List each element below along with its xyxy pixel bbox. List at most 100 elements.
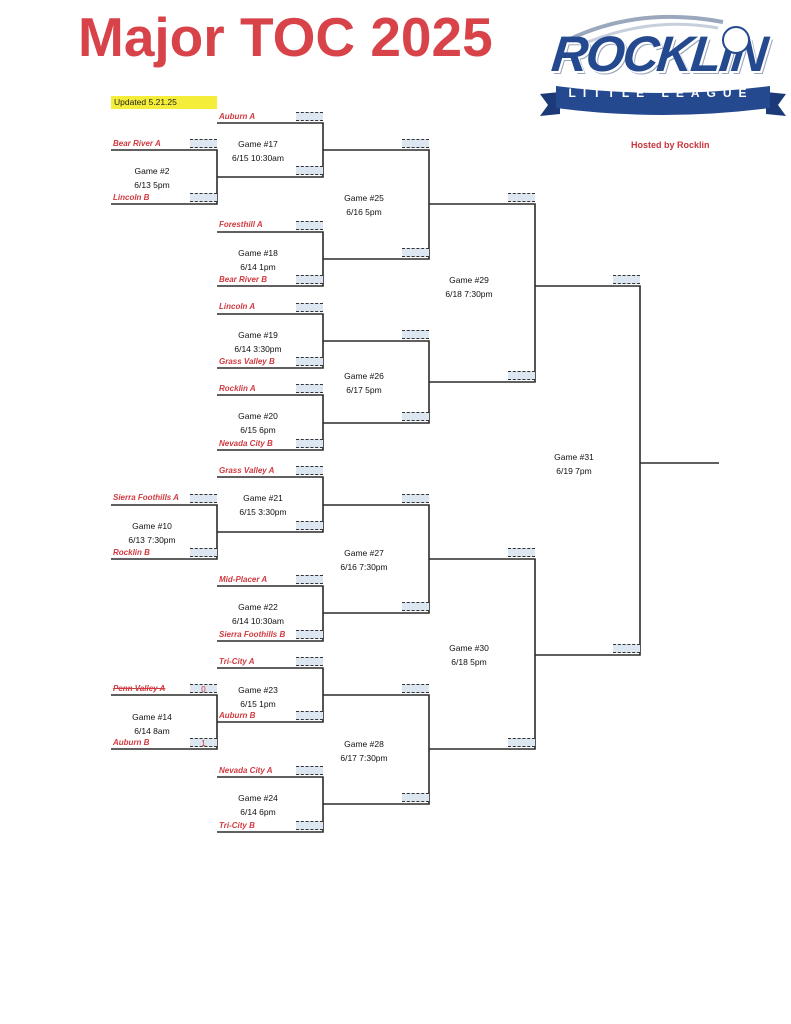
game-number: Game #31 — [554, 452, 594, 462]
score-box — [508, 193, 535, 202]
logo-banner — [540, 86, 786, 116]
game-30: Game #30 6/18 5pm — [424, 641, 514, 669]
score-box — [296, 630, 323, 639]
game-time: 6/15 3:30pm — [239, 507, 287, 517]
score-box — [402, 412, 429, 421]
score-box — [402, 139, 429, 148]
game-22: Game #22 6/14 10:30am — [213, 600, 303, 628]
game-time: 6/17 7:30pm — [340, 753, 388, 763]
score-box — [402, 684, 429, 693]
page-title: Major TOC 2025 — [78, 6, 493, 68]
score-box — [190, 193, 217, 202]
score-box — [296, 357, 323, 366]
swoosh-graphic — [567, 14, 724, 44]
game-number: Game #2 — [134, 166, 170, 176]
team-name: Rocklin A — [219, 384, 256, 393]
score-box — [508, 371, 535, 380]
score-box — [296, 439, 323, 448]
team-name: Nevada City B — [219, 439, 273, 448]
game-number: Game #26 — [344, 371, 384, 381]
game-29: Game #29 6/18 7:30pm — [424, 273, 514, 301]
team-name: Auburn A — [219, 112, 256, 121]
score-box — [296, 303, 323, 312]
game-number: Game #30 — [449, 643, 489, 653]
game-time: 6/15 6pm — [240, 425, 276, 435]
baseball-icon — [722, 26, 750, 54]
team-name: Auburn B — [113, 738, 150, 747]
game-number: Game #18 — [238, 248, 278, 258]
score-box — [190, 139, 217, 148]
score-box — [613, 275, 640, 284]
game-time: 6/16 5pm — [346, 207, 382, 217]
score-box — [402, 330, 429, 339]
team-name: Auburn B — [219, 711, 256, 720]
game-time: 6/15 1pm — [240, 699, 276, 709]
hosted-by-note: Hosted by Rocklin — [631, 140, 710, 150]
game-number: Game #10 — [132, 521, 172, 531]
score-box — [296, 711, 323, 720]
team-name: Tri-City A — [219, 657, 255, 666]
game-27: Game #27 6/16 7:30pm — [319, 546, 409, 574]
team-name: Grass Valley A — [219, 466, 275, 475]
game-time: 6/13 5pm — [134, 180, 170, 190]
game-2: Game #2 6/13 5pm — [107, 164, 197, 192]
game-23: Game #23 6/15 1pm — [213, 683, 303, 711]
game-time: 6/16 7:30pm — [340, 562, 388, 572]
score-box — [296, 466, 323, 475]
game-19: Game #19 6/14 3:30pm — [213, 328, 303, 356]
score-box — [296, 521, 323, 530]
score-box — [402, 793, 429, 802]
score-box — [296, 575, 323, 584]
team-name: Bear River B — [219, 275, 268, 284]
game-time: 6/19 7pm — [556, 466, 592, 476]
score-box — [296, 657, 323, 666]
logo-banner-text: LITTLE LEAGUE — [568, 86, 754, 100]
game-26: Game #26 6/17 5pm — [319, 369, 409, 397]
game-number: Game #22 — [238, 602, 278, 612]
score-box — [296, 221, 323, 230]
game-number: Game #25 — [344, 193, 384, 203]
team-name: Nevada City A — [219, 766, 273, 775]
game-time: 6/14 3:30pm — [234, 344, 282, 354]
team-name: Sierra Foothills B — [219, 630, 286, 639]
game-21: Game #21 6/15 3:30pm — [218, 491, 308, 519]
game-time: 6/14 8am — [134, 726, 170, 736]
game-28: Game #28 6/17 7:30pm — [319, 737, 409, 765]
team-name: Tri-City B — [219, 821, 255, 830]
score-box — [402, 602, 429, 611]
game-time: 6/17 5pm — [346, 385, 382, 395]
team-name: Rocklin B — [113, 548, 150, 557]
game-time: 6/18 5pm — [451, 657, 487, 667]
game-time: 6/13 7:30pm — [128, 535, 176, 545]
score-box — [508, 738, 535, 747]
team-name: Bear River A — [113, 139, 161, 148]
score-box-auburn-b: 1 — [190, 738, 217, 748]
score-box — [296, 821, 323, 830]
game-time: 6/18 7:30pm — [445, 289, 493, 299]
game-time: 6/14 10:30am — [232, 616, 284, 626]
game-number: Game #14 — [132, 712, 172, 722]
game-time: 6/14 1pm — [240, 262, 276, 272]
team-name: Mid-Placer A — [219, 575, 268, 584]
game-number: Game #24 — [238, 793, 278, 803]
game-number: Game #29 — [449, 275, 489, 285]
score-box — [190, 548, 217, 557]
game-number: Game #21 — [243, 493, 283, 503]
game-20: Game #20 6/15 6pm — [213, 409, 303, 437]
game-time: 6/15 10:30am — [232, 153, 284, 163]
game-number: Game #28 — [344, 739, 384, 749]
game-number: Game #17 — [238, 139, 278, 149]
updated-note: Updated 5.21.25 — [111, 96, 217, 109]
game-time: 6/14 6pm — [240, 807, 276, 817]
team-name: Foresthill A — [219, 220, 263, 229]
score-box — [296, 166, 323, 175]
score-box — [402, 248, 429, 257]
game-number: Game #27 — [344, 548, 384, 558]
score-box — [508, 548, 535, 557]
team-name: Sierra Foothills A — [113, 493, 179, 502]
game-10: Game #10 6/13 7:30pm — [107, 519, 197, 547]
team-name-eliminated: Penn Valley A — [113, 684, 166, 693]
game-25: Game #25 6/16 5pm — [319, 191, 409, 219]
game-number: Game #23 — [238, 685, 278, 695]
game-number: Game #19 — [238, 330, 278, 340]
